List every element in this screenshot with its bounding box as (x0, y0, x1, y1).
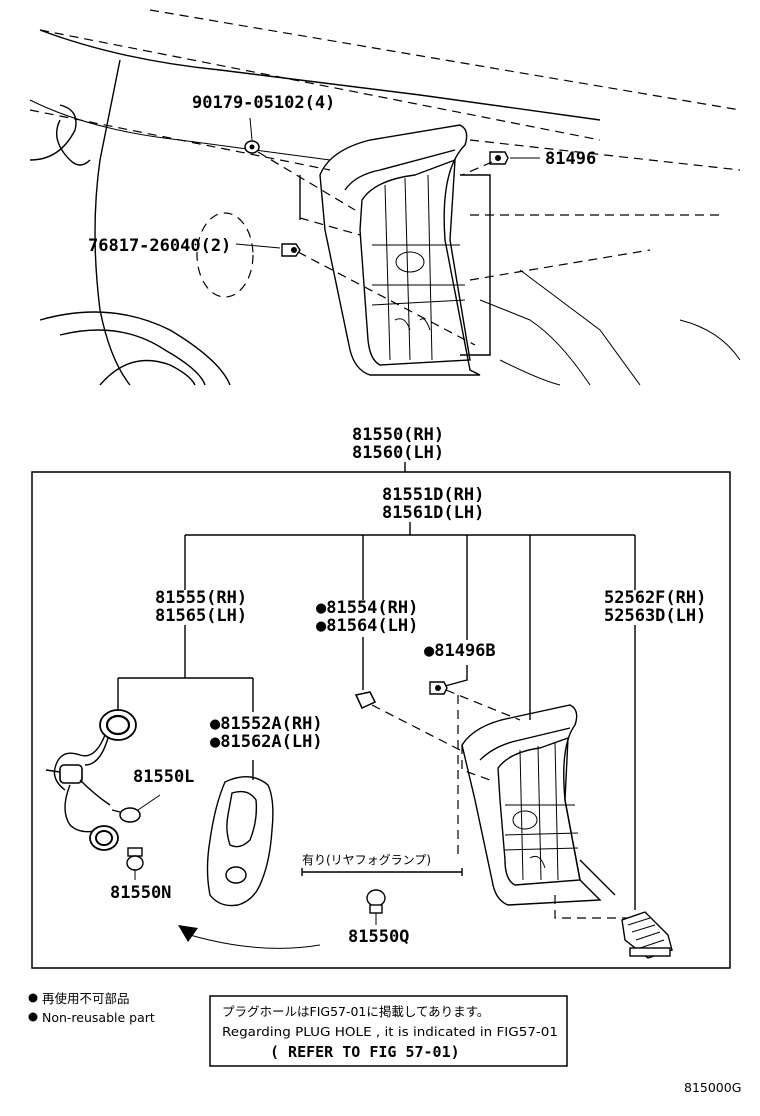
label-socket-lh[interactable]: 81565(LH) (155, 606, 247, 626)
rubber-pad-icon (206, 760, 274, 907)
screw-lower-icon (281, 243, 301, 257)
label-bulb-l[interactable]: 81550L (133, 767, 194, 787)
legend-dot-jp (28, 993, 38, 1003)
label-bulb-n[interactable]: 81550N (110, 883, 171, 903)
note-line-1: プラグホールはFIG57-01に掲載してあります。 (222, 1004, 489, 1019)
plug-hole-note: プラグホールはFIG57-01に掲載してあります。 Regarding PLUG… (209, 995, 568, 1067)
label-assembly-lh[interactable]: 81560(LH) (352, 443, 444, 463)
label-screw-lower[interactable]: 76817-26040(2) (88, 236, 231, 256)
label-gasket-rh[interactable]: ●81554(RH) (316, 598, 418, 618)
note-line-2: Regarding PLUG HOLE , it is indicated in… (222, 1024, 558, 1039)
figure-code: 815000G (684, 1080, 741, 1095)
tail-lamp-installed (299, 124, 491, 376)
assembly-tree-lines (117, 522, 636, 910)
label-gasket-lh[interactable]: ●81564(LH) (316, 616, 418, 636)
legend-jp: 再使用不可部品 (42, 991, 130, 1006)
label-assembly-rh[interactable]: 81550(RH) (352, 425, 444, 445)
label-clip-top[interactable]: 81496 (545, 149, 596, 169)
label-cushion-lh[interactable]: 52563D(LH) (604, 606, 706, 626)
legend: 再使用不可部品 Non-reusable part (28, 991, 155, 1025)
label-lens-rh[interactable]: 81551D(RH) (382, 485, 484, 505)
screw-icon (244, 140, 260, 154)
vehicle-body-illustration (29, 9, 741, 386)
note-line-3[interactable]: ( REFER TO FIG 57-01) (270, 1043, 460, 1061)
legend-en: Non-reusable part (42, 1010, 155, 1025)
clip-b-icon (429, 681, 448, 695)
bulb-n-icon (126, 847, 144, 880)
label-screw[interactable]: 90179-05102(4) (192, 93, 335, 113)
label-socket-rh[interactable]: 81555(RH) (155, 588, 247, 608)
cushion-icon (621, 911, 673, 959)
gasket-icon (354, 691, 377, 709)
label-pad-rh[interactable]: ●81552A(RH) (210, 714, 323, 734)
label-clip-b[interactable]: ●81496B (424, 641, 496, 661)
label-cushion-rh[interactable]: 52562F(RH) (604, 588, 706, 608)
bulb-q-icon (366, 889, 386, 925)
label-bulb-q[interactable]: 81550Q (348, 927, 409, 947)
bulb-l-icon (111, 794, 161, 823)
tail-lamp-lens (461, 704, 628, 919)
label-pad-lh[interactable]: ●81562A(LH) (210, 732, 323, 752)
socket-harness-icon (45, 709, 137, 851)
label-fog-note: 有り(リヤフォグランプ) (302, 853, 431, 867)
assembly-box (31, 471, 731, 969)
label-lens-lh[interactable]: 81561D(LH) (382, 503, 484, 523)
legend-dot-en (28, 1012, 38, 1022)
clip-icon (489, 151, 509, 165)
